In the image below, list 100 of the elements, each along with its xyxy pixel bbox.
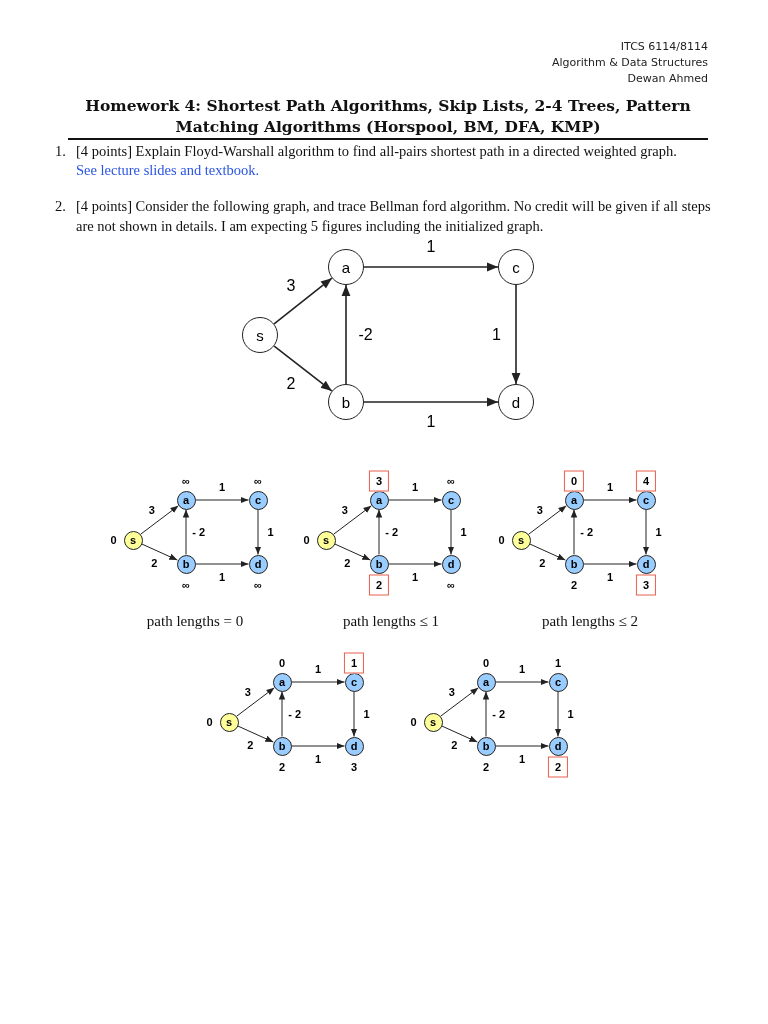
edge-label: 1 <box>518 753 526 765</box>
arrow <box>273 345 333 392</box>
arrow <box>141 543 178 561</box>
node-circle: d <box>498 384 534 420</box>
arrow <box>195 496 249 504</box>
node-circle: a <box>272 672 292 692</box>
edge-label: 3 <box>286 277 296 294</box>
caption: path lengths = 0 <box>146 612 244 631</box>
arrow <box>350 691 358 737</box>
node-circle: b <box>564 554 584 574</box>
distance-value: 0 <box>497 532 506 548</box>
edge-label: 1 <box>518 663 526 675</box>
node-circle: a <box>176 490 196 510</box>
arrow <box>388 560 442 568</box>
arrow <box>140 505 179 535</box>
arrow <box>583 560 637 568</box>
distance-value: 1 <box>553 655 563 670</box>
edge-label: - 2 <box>192 526 205 538</box>
edge-label: 2 <box>286 375 296 392</box>
distance-value: 0 <box>481 655 491 670</box>
arrow <box>182 509 190 555</box>
edge-label: 1 <box>411 571 419 583</box>
node-circle: a <box>476 672 496 692</box>
arrow <box>495 678 549 686</box>
distance-value: 0 <box>277 655 287 670</box>
arrow <box>278 691 286 737</box>
arrow <box>447 509 455 555</box>
distance-value: 4 <box>635 470 657 491</box>
node-circle: s <box>219 712 239 732</box>
distance-value: 1 <box>343 652 365 673</box>
edge-label: 1 <box>426 413 436 430</box>
edge-label: -2 <box>358 326 373 343</box>
edge-label: 1 <box>655 526 662 538</box>
edge-label: 2 <box>451 739 458 751</box>
header-text: Algorithm & Data Structures <box>551 56 708 69</box>
edge-label: 3 <box>244 686 251 698</box>
edge-label: 3 <box>341 504 348 516</box>
question-number: 1. <box>55 142 66 161</box>
node-circle: d <box>248 554 268 574</box>
node-circle: b <box>328 384 364 420</box>
caption: path lengths ≤ 1 <box>342 612 440 631</box>
arrow <box>642 509 650 555</box>
edge-label: 2 <box>151 557 158 569</box>
arrow <box>363 397 499 407</box>
distance-value: 0 <box>302 532 311 548</box>
edge-label: - 2 <box>492 708 505 720</box>
node-circle: d <box>441 554 461 574</box>
edge-label: 1 <box>218 571 226 583</box>
header-text: ITCS 6114/8114 <box>620 40 708 53</box>
arrow <box>529 543 566 561</box>
node-circle: b <box>476 736 496 756</box>
node-circle: a <box>369 490 389 510</box>
distance-value: ∞ <box>253 473 263 488</box>
edge-label: 1 <box>460 526 467 538</box>
arrow <box>334 543 371 561</box>
node-circle: b <box>176 554 196 574</box>
arrow <box>195 560 249 568</box>
arrow <box>554 691 562 737</box>
node-circle: s <box>511 530 531 550</box>
distance-value: ∞ <box>181 577 191 592</box>
edge-label: 2 <box>344 557 351 569</box>
edge-label: 1 <box>606 481 614 493</box>
arrow <box>482 691 490 737</box>
node-circle: c <box>548 672 568 692</box>
edge-label: 1 <box>363 708 370 720</box>
distance-value: 3 <box>368 470 390 491</box>
header-text: Dewan Ahmed <box>627 72 708 85</box>
node-circle: s <box>123 530 143 550</box>
caption: path lengths ≤ 2 <box>541 612 639 631</box>
edge-label: 3 <box>148 504 155 516</box>
node-circle: d <box>548 736 568 756</box>
distance-value: 3 <box>349 759 359 774</box>
distance-value: 2 <box>481 759 491 774</box>
edge-label: 1 <box>218 481 226 493</box>
edge-label: - 2 <box>385 526 398 538</box>
arrow <box>388 496 442 504</box>
link: See lecture slides and textbook. <box>76 161 260 180</box>
distance-value: ∞ <box>181 473 191 488</box>
arrow <box>495 742 549 750</box>
node-circle: c <box>441 490 461 510</box>
node-circle: c <box>248 490 268 510</box>
arrow <box>511 284 521 385</box>
node-circle: d <box>636 554 656 574</box>
distance-value: ∞ <box>446 473 456 488</box>
node-circle: s <box>242 317 278 353</box>
question-number: 2. <box>55 197 66 216</box>
arrow <box>570 509 578 555</box>
arrow <box>583 496 637 504</box>
distance-value: 0 <box>563 470 585 491</box>
edge-label: 1 <box>411 481 419 493</box>
node-circle: b <box>369 554 389 574</box>
distance-value: 2 <box>368 574 390 595</box>
arrow <box>237 725 274 743</box>
node-circle: d <box>344 736 364 756</box>
node-circle: s <box>316 530 336 550</box>
arrow <box>341 284 351 385</box>
node-circle: s <box>423 712 443 732</box>
node-circle: b <box>272 736 292 756</box>
edge-label: 2 <box>539 557 546 569</box>
question-text: [4 points] Consider the following graph, and trace Bellman ford algorithm. No credit will be given if all steps are not shown in details. I am expecting 5 figures including the initialized graph. <box>76 197 712 236</box>
